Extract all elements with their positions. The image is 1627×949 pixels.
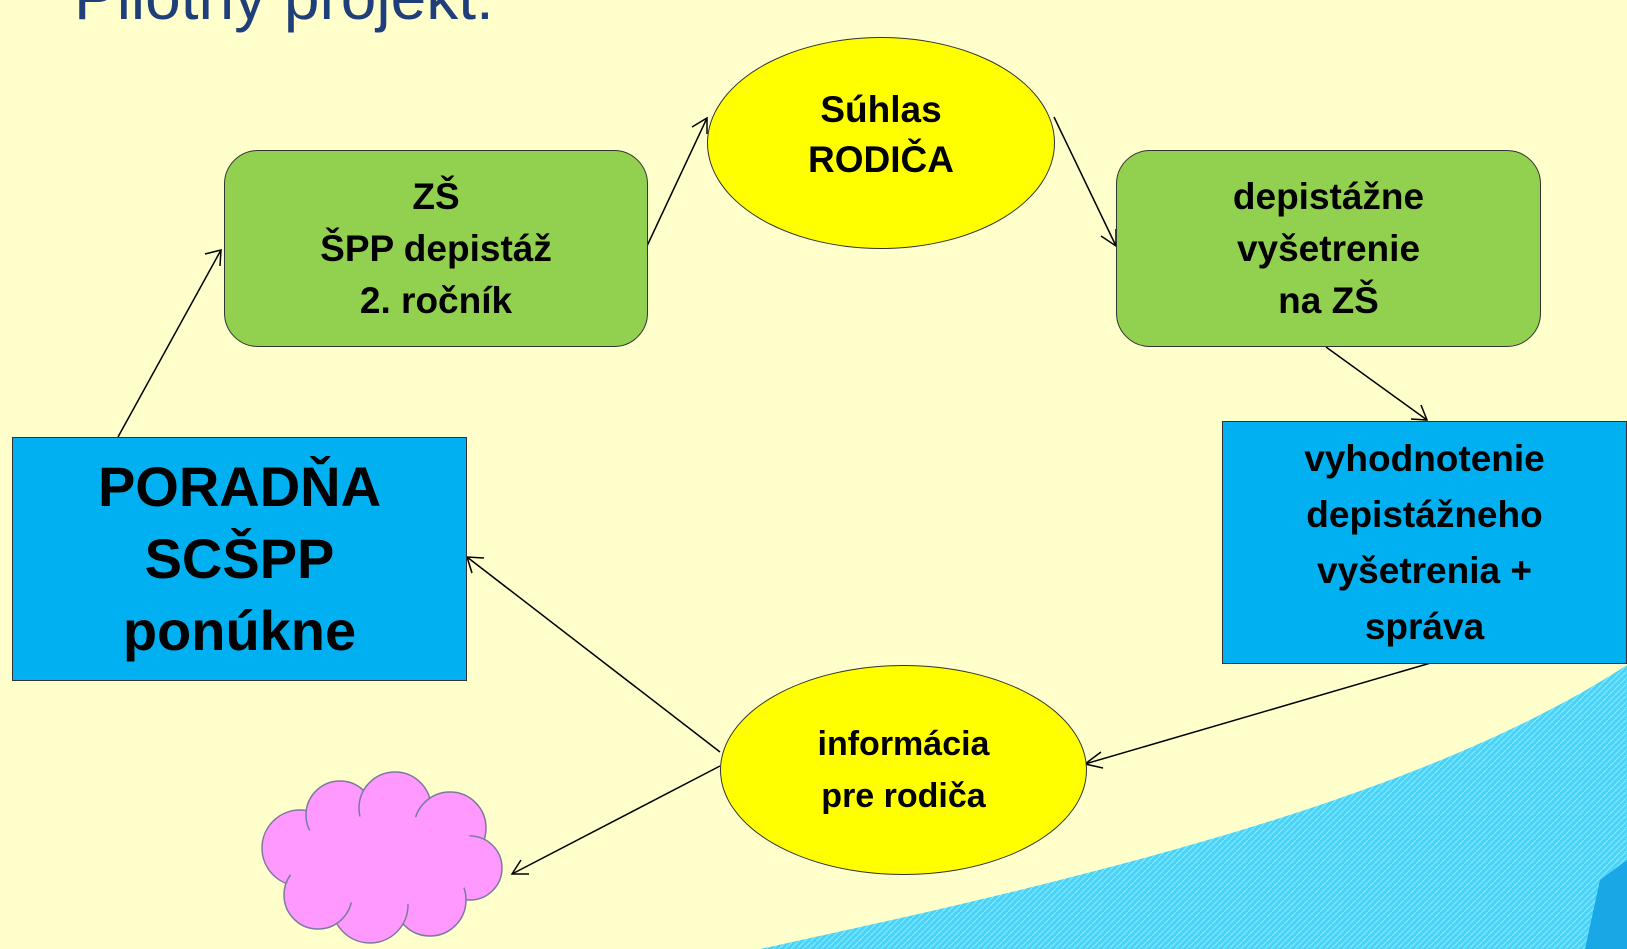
decorative-blue-swoosh xyxy=(760,665,1627,949)
arrowhead-poradna xyxy=(465,556,485,574)
arrow-depistazne-to-vyhodnotenie xyxy=(1325,346,1428,421)
decorative-blue-swoosh-highlight xyxy=(1585,860,1627,949)
node-vyhodnotenie-line-4: správa xyxy=(1364,605,1485,647)
arrowhead-zs xyxy=(204,249,222,267)
node-suhlas-line-2: RODIČA xyxy=(808,139,954,180)
node-vyhodnotenie-line-2: depistážneho xyxy=(1306,493,1543,535)
node-suhlas-rodica: Súhlas RODIČA xyxy=(707,37,1055,249)
node-vyhodnotenie-line-3: vyšetrenia + xyxy=(1317,549,1532,591)
node-informacia-pre-rodica: informácia pre rodiča xyxy=(720,665,1087,875)
arrow-vyhodnotenie-to-informacia xyxy=(1084,661,1435,765)
arrowhead-vyhodnotenie xyxy=(1410,404,1429,421)
node-depistazne-line-3: na ZŠ xyxy=(1278,279,1379,321)
node-vyhodnotenie-line-1: vyhodnotenie xyxy=(1304,437,1545,479)
node-vyhodnotenie: vyhodnotenie depistážneho vyšetrenia + s… xyxy=(1222,421,1627,664)
arrow-zs-to-suhlas xyxy=(646,117,708,247)
node-suhlas-line-1: Súhlas xyxy=(820,89,942,130)
arrow-suhlas-to-depistazne xyxy=(1053,116,1117,247)
node-informacia-line-1: informácia xyxy=(817,725,990,763)
node-poradna-scspp: PORADŇA SCŠPP ponúkne xyxy=(12,437,467,681)
arrowhead-suhlas xyxy=(691,116,708,134)
node-depistazne-line-1: depistážne xyxy=(1232,175,1425,217)
node-poradna-line-2: SCŠPP xyxy=(144,527,335,590)
arrowhead-cloud xyxy=(510,859,529,875)
arrow-informacia-to-cloud xyxy=(511,765,721,875)
arrow-connectors xyxy=(117,116,1435,875)
node-zs-spp-depistaz: ZŠ ŠPP depistáž 2. ročník xyxy=(224,150,648,347)
node-zs-line-1: ZŠ xyxy=(412,175,460,217)
node-zs-line-3: 2. ročník xyxy=(359,279,513,321)
arrow-poradna-to-zs xyxy=(117,249,222,438)
node-poradna-line-1: PORADŇA xyxy=(97,455,382,518)
page-title: Pilotný projekt: xyxy=(74,0,494,34)
node-depistazne-line-2: vyšetrenie xyxy=(1236,227,1421,269)
cloud-shape xyxy=(261,771,503,944)
node-poradna-line-3: ponúkne xyxy=(122,599,357,662)
node-zs-line-2: ŠPP depistáž xyxy=(320,227,552,269)
node-informacia-line-2: pre rodiča xyxy=(821,777,986,815)
arrow-informacia-to-poradna xyxy=(466,556,721,753)
node-depistazne-vysetrenie: depistážne vyšetrenie na ZŠ xyxy=(1116,150,1541,347)
